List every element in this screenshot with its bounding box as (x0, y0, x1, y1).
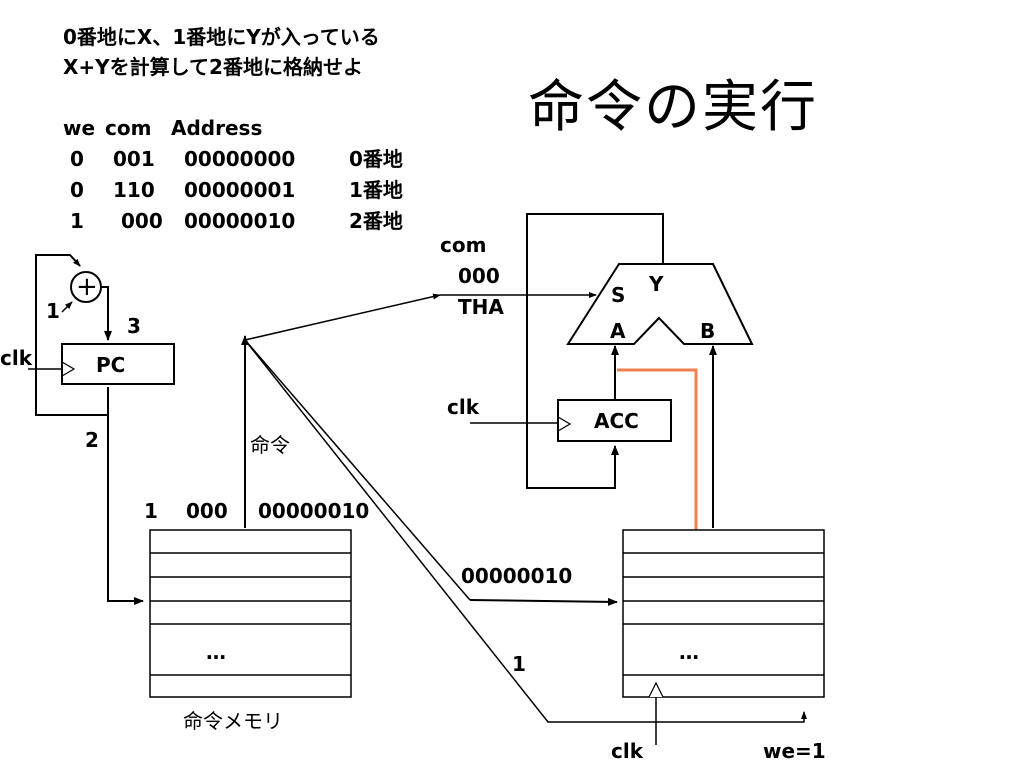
pc-bit-width-2: 2 (85, 428, 99, 452)
address-wire (244, 339, 471, 601)
we-label: we=1 (763, 739, 826, 763)
dmem-clock-triangle (648, 681, 664, 698)
table-cell-com: 110 (113, 178, 155, 202)
one-input-arrow (61, 301, 73, 313)
table-header-address: Address (171, 116, 263, 140)
dmem-clk-label: clk (611, 739, 644, 763)
pc-clock-triangle (61, 361, 76, 377)
alu-a-label: A (610, 319, 626, 343)
acc-label: ACC (594, 409, 639, 433)
we-wire (244, 339, 807, 723)
acc-register (557, 399, 672, 442)
address-wire-arrow (469, 597, 618, 606)
dmem-ellipsis: … (679, 640, 699, 664)
imem-caption: 命令メモリ (183, 709, 283, 733)
dmem-address-label: 00000010 (461, 564, 573, 588)
acc-clock-triangle (557, 416, 572, 432)
data-memory (622, 529, 825, 698)
alu-shape (566, 263, 754, 345)
adder-output-wire (101, 286, 112, 341)
op-name-label: THA (458, 295, 504, 319)
table-cell-we: 1 (70, 209, 84, 233)
table-cell-address: 00000001 (184, 178, 296, 202)
pc-bit-width-3: 3 (127, 314, 141, 338)
table-cell-label: 0番地 (349, 147, 403, 171)
alu-y-label: Y (649, 272, 664, 296)
problem-line-2: X+Yを計算して2番地に格納せよ (63, 55, 363, 79)
adder-plus-sign: + (76, 272, 98, 302)
we-value-label: 1 (512, 652, 526, 676)
table-cell-com: 001 (113, 147, 155, 171)
com-value-label: 000 (458, 264, 500, 288)
adder-circle (70, 271, 102, 303)
pc-clk-label: clk (0, 346, 33, 370)
alu-b-label: B (700, 319, 716, 343)
pc-register (61, 343, 175, 385)
alu-y-wire (526, 213, 664, 489)
page-title: 命令の実行 (528, 75, 818, 140)
table-cell-address: 00000010 (184, 209, 296, 233)
table-cell-we: 0 (70, 147, 84, 171)
com-wire (244, 293, 441, 341)
instruction-memory (149, 529, 352, 698)
imem-field-we: 1 (144, 499, 158, 523)
table-cell-address: 00000000 (184, 147, 296, 171)
table-cell-label: 1番地 (349, 178, 403, 202)
imem-field-address: 00000010 (258, 499, 370, 523)
acc-clk-label: clk (447, 395, 480, 419)
table-cell-label: 2番地 (349, 209, 403, 233)
table-header-we: we (63, 116, 96, 140)
instruction-wire-label: 命令 (250, 433, 290, 457)
pc-label: PC (96, 353, 126, 377)
adder-one-label: 1 (46, 299, 60, 323)
imem-field-com: 000 (186, 499, 228, 523)
table-header-com: com (105, 116, 152, 140)
problem-line-1: 0番地にX、1番地にYが入っている (63, 25, 380, 49)
imem-ellipsis: … (206, 640, 226, 664)
com-label: com (440, 233, 487, 257)
table-cell-we: 0 (70, 178, 84, 202)
table-cell-com: 000 (121, 209, 163, 233)
pc-to-imem-wire (107, 387, 144, 605)
alu-s-label: S (611, 283, 626, 307)
store-path-highlight (617, 368, 700, 579)
